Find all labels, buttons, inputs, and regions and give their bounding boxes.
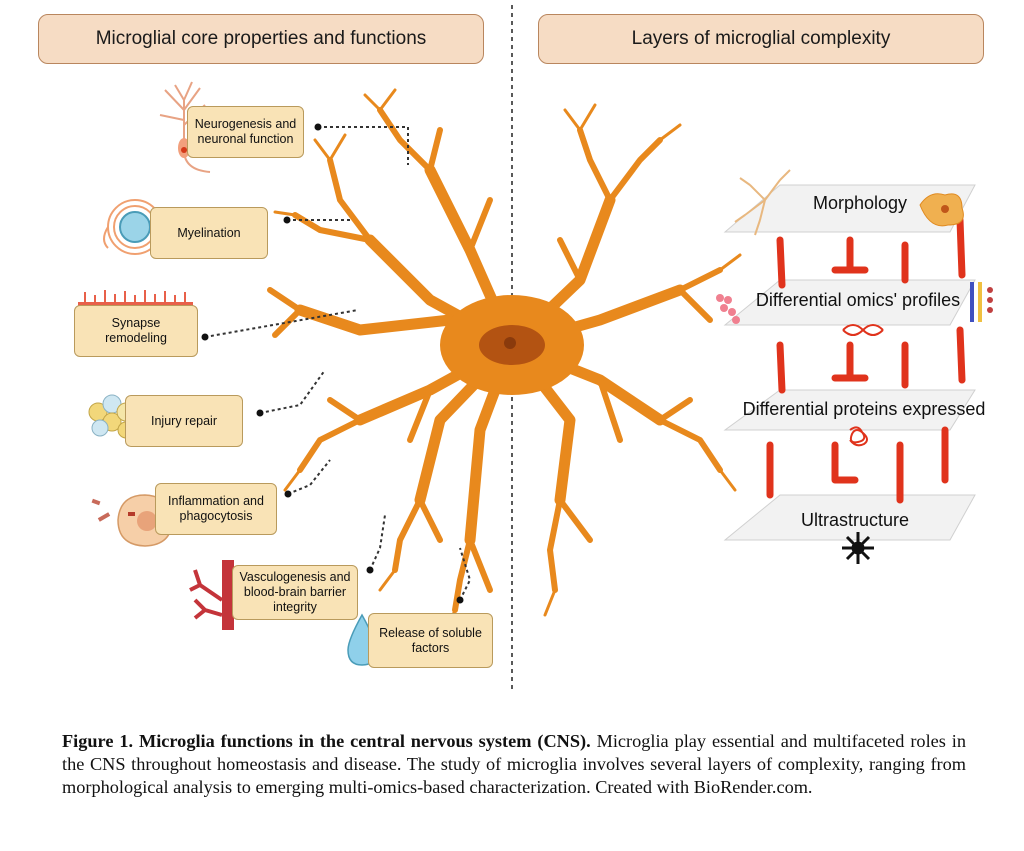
connector-lines bbox=[204, 126, 472, 601]
figure-caption: Figure 1. Microglia functions in the cen… bbox=[62, 730, 966, 799]
layer-proteins: Differential proteins expressed bbox=[742, 399, 986, 419]
branching-microglia-icon bbox=[734, 169, 791, 236]
gel-bands-icon bbox=[970, 282, 993, 322]
protein-icon bbox=[849, 426, 868, 447]
function-vasculogenesis: Vasculogenesis and blood-brain barrier i… bbox=[232, 565, 358, 620]
layer-morphology: Morphology bbox=[812, 193, 908, 213]
right-header: Layers of microglial complexity bbox=[538, 14, 984, 64]
layer-omics: Differential omics' profiles bbox=[755, 290, 961, 310]
function-neurogenesis: Neurogenesis and neuronal function bbox=[187, 106, 304, 158]
amoeboid-microglia-icon bbox=[919, 193, 964, 227]
layer-connectors bbox=[766, 216, 966, 504]
omics-molecule-icon bbox=[716, 294, 740, 324]
function-inflammation: Inflammation and phagocytosis bbox=[155, 483, 277, 535]
layer-ultrastructure: Ultrastructure bbox=[800, 510, 910, 530]
connector-dots bbox=[201, 123, 464, 604]
function-soluble-factors: Release of soluble factors bbox=[368, 613, 493, 668]
function-myelination: Myelination bbox=[150, 207, 268, 259]
caption-text: Microglia play essential and multifacete… bbox=[62, 731, 966, 797]
nucleolus bbox=[504, 337, 516, 349]
left-header: Microglial core properties and functions bbox=[38, 14, 484, 64]
function-injury-repair: Injury repair bbox=[125, 395, 243, 447]
blood-vessel-icon bbox=[189, 560, 234, 630]
function-synapse-remodeling: Synapse remodeling bbox=[74, 305, 198, 357]
dna-icon bbox=[842, 324, 884, 336]
layer-planes bbox=[723, 184, 976, 541]
diagram-canvas bbox=[78, 5, 993, 693]
ultrastructure-icon bbox=[842, 532, 874, 564]
caption-title: Figure 1. Microglia functions in the cen… bbox=[62, 731, 591, 751]
